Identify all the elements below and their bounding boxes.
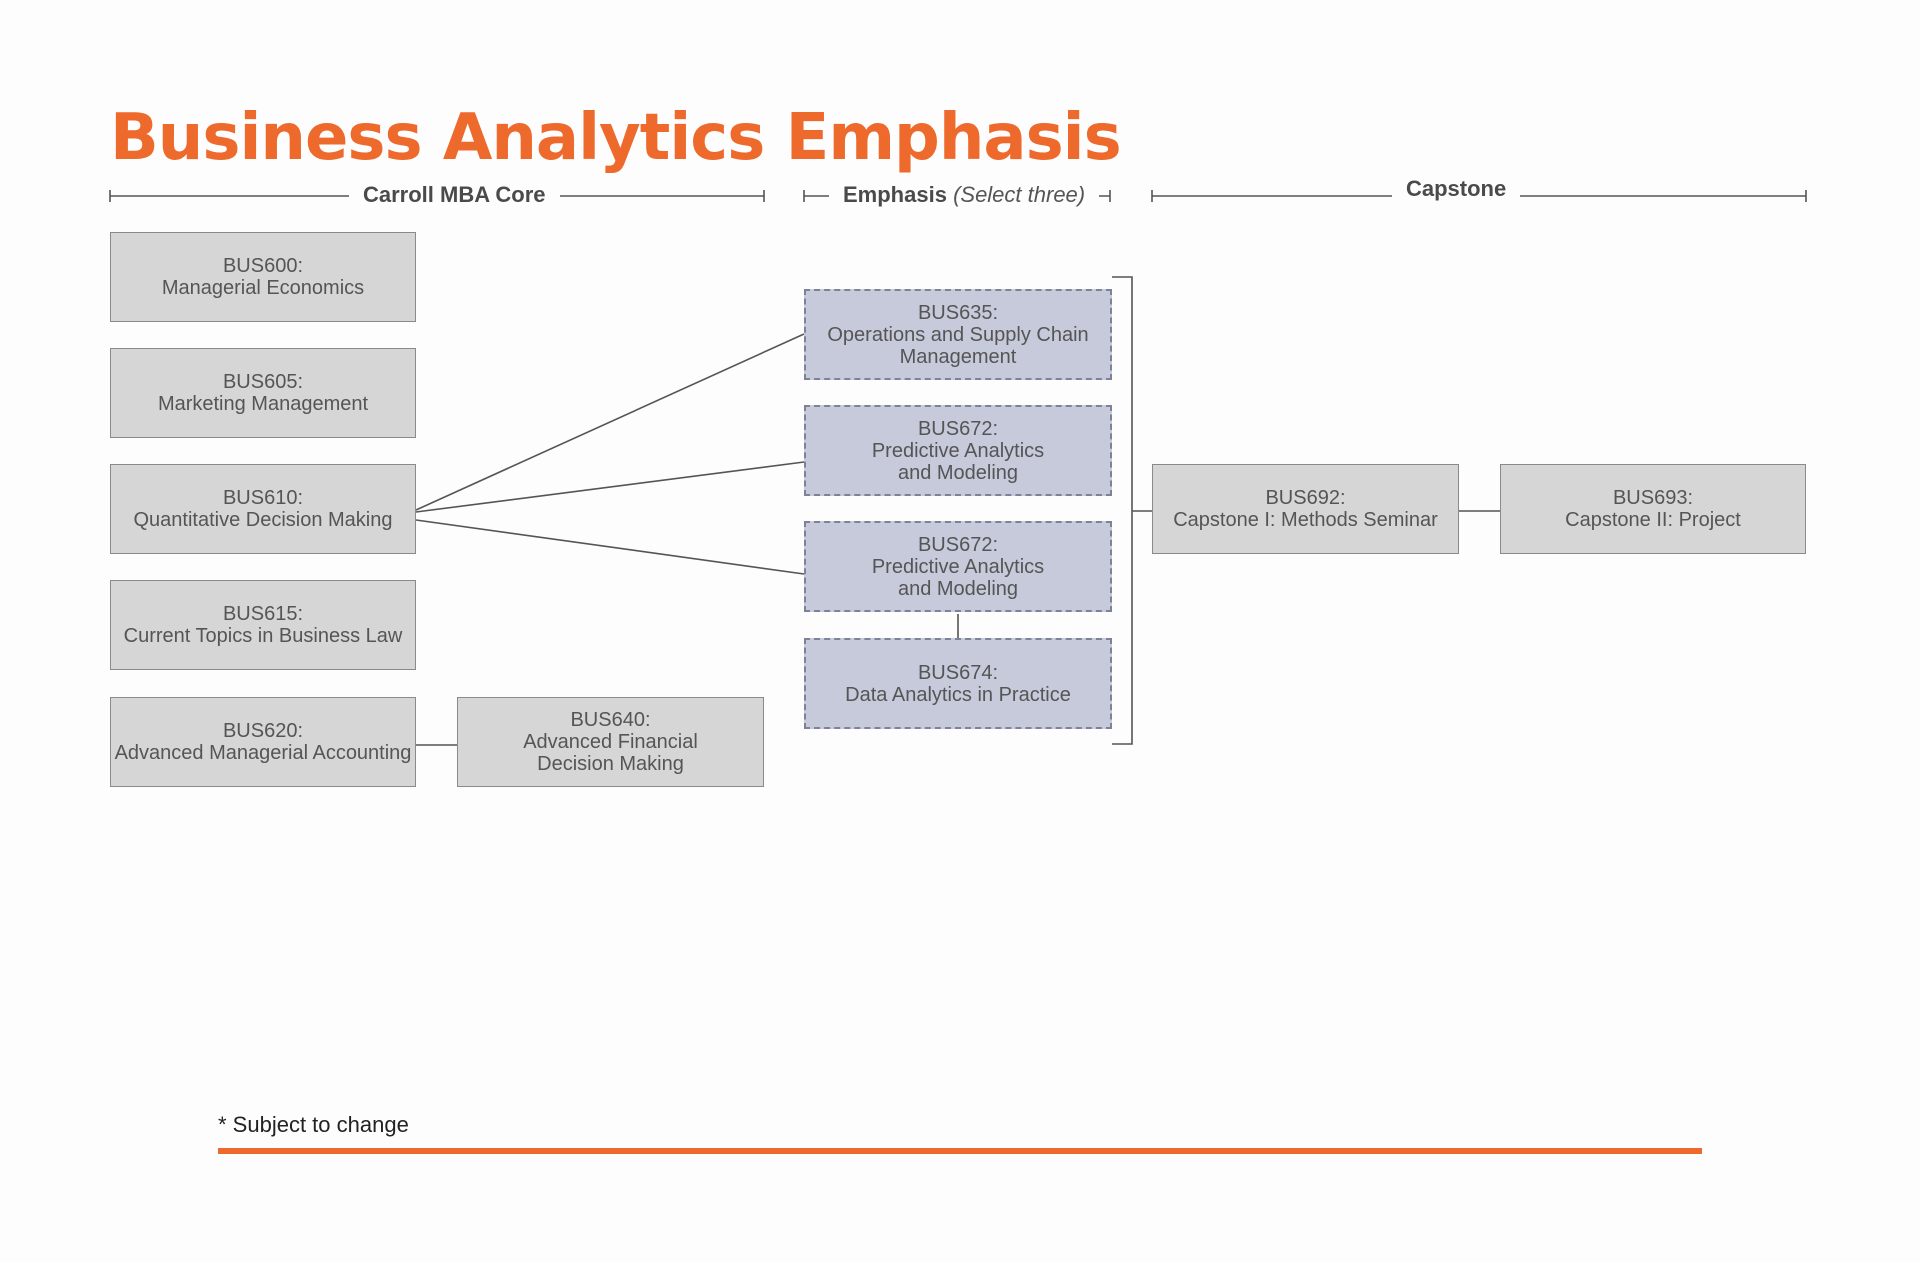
course-code: BUS605: [222, 371, 304, 393]
course-name-line1: Data Analytics in Practice [845, 683, 1071, 706]
section-label-core: Carroll MBA Core [349, 182, 560, 208]
course-box-bus640: BUS640: Advanced Financial Decision Maki… [457, 697, 764, 787]
course-code: BUS674: [917, 661, 999, 684]
link-610-672b [415, 519, 805, 575]
course-name-line2: and Modeling [897, 461, 1019, 484]
course-name-line2: and Modeling [897, 577, 1019, 600]
course-code: BUS600: [222, 255, 304, 277]
course-name: Quantitative Decision Making [133, 509, 393, 531]
section-label-capstone: Capstone [1392, 176, 1521, 202]
course-code: BUS635: [917, 301, 999, 324]
course-box-bus674: BUS674: Data Analytics in Practice [804, 638, 1112, 729]
course-name-line2: Decision Making [537, 753, 684, 775]
footer-rule [218, 1148, 1702, 1154]
course-name: Current Topics in Business Law [123, 625, 403, 647]
course-box-bus610: BUS610: Quantitative Decision Making [110, 464, 416, 554]
course-code: BUS693: [1612, 487, 1694, 509]
course-name: Advanced Managerial Accounting [114, 742, 412, 764]
emphasis-note: (Select three) [953, 182, 1086, 207]
course-box-bus693: BUS693: Capstone II: Project [1500, 464, 1806, 554]
course-name: Capstone II: Project [1565, 509, 1741, 531]
course-code: BUS615: [222, 603, 304, 625]
link-610-672a [415, 461, 805, 513]
emphasis-bracket [1112, 276, 1133, 745]
footnote: * Subject to change [218, 1112, 409, 1137]
course-code: BUS672: [917, 417, 999, 440]
course-code: BUS640: [570, 709, 651, 731]
course-box-bus615: BUS615: Current Topics in Business Law [110, 580, 416, 670]
course-box-bus600: BUS600: Managerial Economics [110, 232, 416, 322]
course-name: Managerial Economics [161, 277, 365, 299]
course-box-bus692: BUS692: Capstone I: Methods Seminar [1152, 464, 1459, 554]
course-code: BUS610: [222, 487, 304, 509]
page-title: Business Analytics Emphasis [110, 101, 1122, 175]
course-name-line1: Predictive Analytics [871, 439, 1045, 462]
course-name: Capstone I: Methods Seminar [1173, 509, 1438, 531]
course-box-bus635: BUS635: Operations and Supply Chain Mana… [804, 289, 1112, 380]
course-name-line1: Advanced Financial [523, 731, 698, 753]
course-name-line2: Management [899, 345, 1017, 368]
course-code: BUS672: [917, 533, 999, 556]
course-box-bus620: BUS620: Advanced Managerial Accounting [110, 697, 416, 787]
course-name: Marketing Management [157, 393, 369, 415]
course-box-bus672-b: BUS672: Predictive Analytics and Modelin… [804, 521, 1112, 612]
link-610-635 [415, 333, 805, 511]
course-code: BUS692: [1265, 487, 1346, 509]
section-label-emphasis: Emphasis (Select three) [829, 182, 1100, 208]
course-code: BUS620: [222, 720, 304, 742]
course-box-bus672-a: BUS672: Predictive Analytics and Modelin… [804, 405, 1112, 496]
course-box-bus605: BUS605: Marketing Management [110, 348, 416, 438]
emphasis-label: Emphasis [843, 182, 947, 207]
course-name-line1: Predictive Analytics [871, 555, 1045, 578]
course-name-line1: Operations and Supply Chain [827, 323, 1089, 346]
